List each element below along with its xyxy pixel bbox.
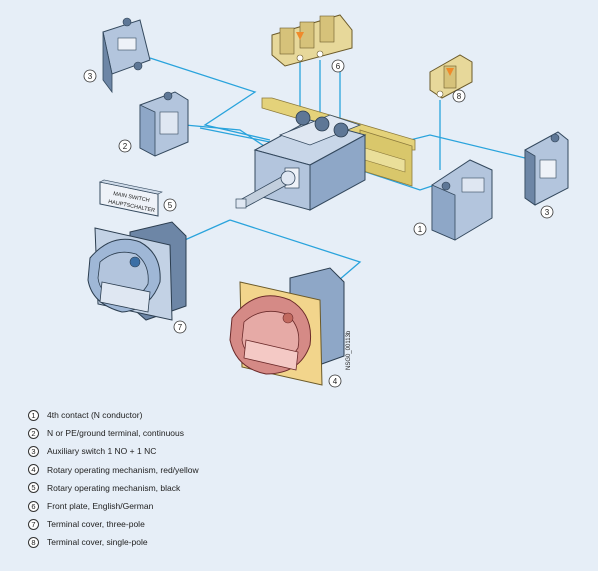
- legend-item: 8 Terminal cover, single-pole: [28, 533, 348, 551]
- legend-text: Terminal cover, three-pole: [47, 519, 145, 529]
- svg-text:4: 4: [333, 377, 338, 386]
- svg-text:3: 3: [545, 208, 550, 217]
- svg-text:3: 3: [88, 72, 93, 81]
- callout-1: 1: [414, 223, 426, 235]
- legend-item: 1 4th contact (N conductor): [28, 406, 348, 424]
- legend-item: 3 Auxiliary switch 1 NO + 1 NC: [28, 442, 348, 460]
- svg-text:7: 7: [178, 323, 183, 332]
- callout-7: 6: [332, 60, 344, 72]
- legend-item: 6 Front plate, English/German: [28, 497, 348, 515]
- legend-text: Auxiliary switch 1 NO + 1 NC: [47, 446, 156, 456]
- callout-5: 7: [174, 321, 186, 333]
- main-switch-body: [255, 111, 365, 210]
- legend-text: N or PE/ground terminal, continuous: [47, 428, 184, 438]
- legend-number: 7: [28, 519, 39, 530]
- legend-number: 2: [28, 428, 39, 439]
- fourth-contact: [432, 160, 492, 240]
- legend-text: Rotary operating mechanism, black: [47, 483, 180, 493]
- auxiliary-switch-left: [103, 18, 150, 92]
- legend: 1 4th contact (N conductor) 2 N or PE/gr…: [28, 406, 348, 552]
- callout-4: 4: [329, 375, 341, 387]
- callout-3-right: 3: [541, 206, 553, 218]
- legend-item: 2 N or PE/ground terminal, continuous: [28, 424, 348, 442]
- legend-text: Terminal cover, single-pole: [47, 537, 148, 547]
- exploded-assembly-diagram: MAIN SWITCH HAUPTSCHALTER NSG0_00113b 3 …: [0, 0, 598, 400]
- svg-text:6: 6: [336, 62, 341, 71]
- svg-text:8: 8: [457, 92, 462, 101]
- callout-8: 8: [453, 90, 465, 102]
- rotary-mechanism-black: [88, 222, 186, 320]
- auxiliary-switch-right: [525, 132, 568, 205]
- front-plate: MAIN SWITCH HAUPTSCHALTER: [100, 180, 162, 216]
- drawing-code: NSG0_00113b: [346, 330, 352, 370]
- legend-text: Rotary operating mechanism, red/yellow: [47, 465, 199, 475]
- legend-text: 4th contact (N conductor): [47, 410, 142, 420]
- n-pe-terminal: [140, 92, 188, 156]
- callout-3-left: 3: [84, 70, 96, 82]
- svg-text:2: 2: [123, 142, 128, 151]
- legend-number: 8: [28, 537, 39, 548]
- legend-number: 1: [28, 410, 39, 421]
- legend-number: 6: [28, 501, 39, 512]
- legend-item: 4 Rotary operating mechanism, red/yellow: [28, 461, 348, 479]
- legend-item: 7 Terminal cover, three-pole: [28, 515, 348, 533]
- callout-6: 5: [164, 199, 176, 211]
- svg-text:5: 5: [168, 201, 173, 210]
- legend-number: 3: [28, 446, 39, 457]
- terminal-cover-single-pole: [430, 55, 472, 98]
- legend-item: 5 Rotary operating mechanism, black: [28, 479, 348, 497]
- svg-text:1: 1: [418, 225, 423, 234]
- legend-text: Front plate, English/German: [47, 501, 153, 511]
- callout-2: 2: [119, 140, 131, 152]
- legend-number: 5: [28, 482, 39, 493]
- terminal-cover-three-pole: [272, 15, 352, 66]
- legend-number: 4: [28, 464, 39, 475]
- rotary-mechanism-red-yellow: [230, 268, 344, 385]
